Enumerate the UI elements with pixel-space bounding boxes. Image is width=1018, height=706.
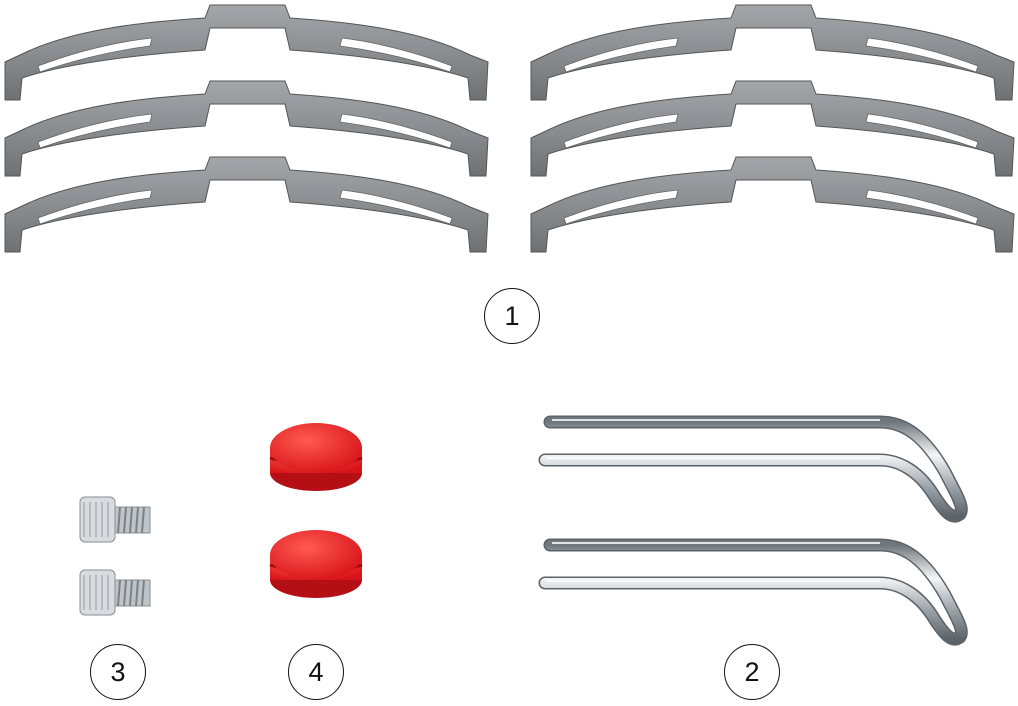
spring-clips-left — [4, 4, 489, 253]
callout-3: 3 — [90, 644, 146, 700]
guide-pins — [545, 420, 961, 639]
callout-2: 2 — [724, 644, 780, 700]
bolts — [79, 496, 151, 616]
spring-clips-right — [530, 4, 1015, 253]
callout-4: 4 — [288, 644, 344, 700]
red-dust-caps — [268, 421, 364, 600]
callout-1: 1 — [484, 288, 540, 344]
